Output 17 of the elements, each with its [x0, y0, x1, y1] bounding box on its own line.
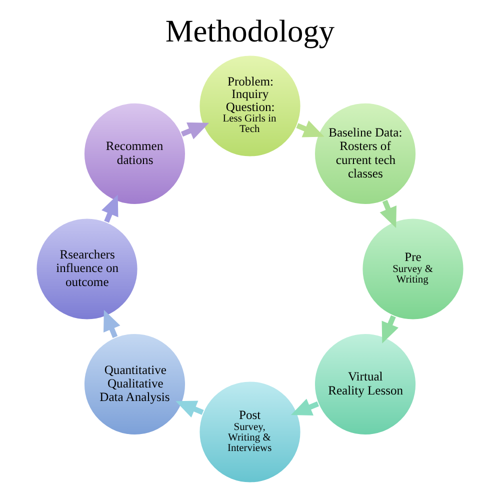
arrow	[104, 310, 120, 338]
node-circle: Rsearchers influence on outcome	[36, 218, 138, 320]
node-circle: Recommen dations	[83, 102, 186, 206]
arrow	[180, 122, 210, 140]
node-circle: Virtual Reality Lesson	[314, 332, 417, 436]
node-circle: Problem: Inquiry Question: Less Girls in Tech	[198, 54, 302, 158]
arrow	[176, 400, 204, 418]
diagram-title: Methodology	[165, 14, 335, 49]
arrow	[102, 194, 118, 223]
node-circle: Post Survey, Writing & Interviews	[198, 380, 302, 484]
arrow	[296, 120, 324, 138]
node-circle: Baseline Data: Rosters of current tech classes	[314, 102, 417, 206]
node-circle: Quantitative Qualitative Data Analysis	[83, 332, 186, 436]
arrow	[382, 315, 398, 344]
arrow	[290, 398, 320, 416]
arrow	[380, 200, 396, 228]
node-circle: Pre Survey & Writing	[362, 218, 464, 320]
